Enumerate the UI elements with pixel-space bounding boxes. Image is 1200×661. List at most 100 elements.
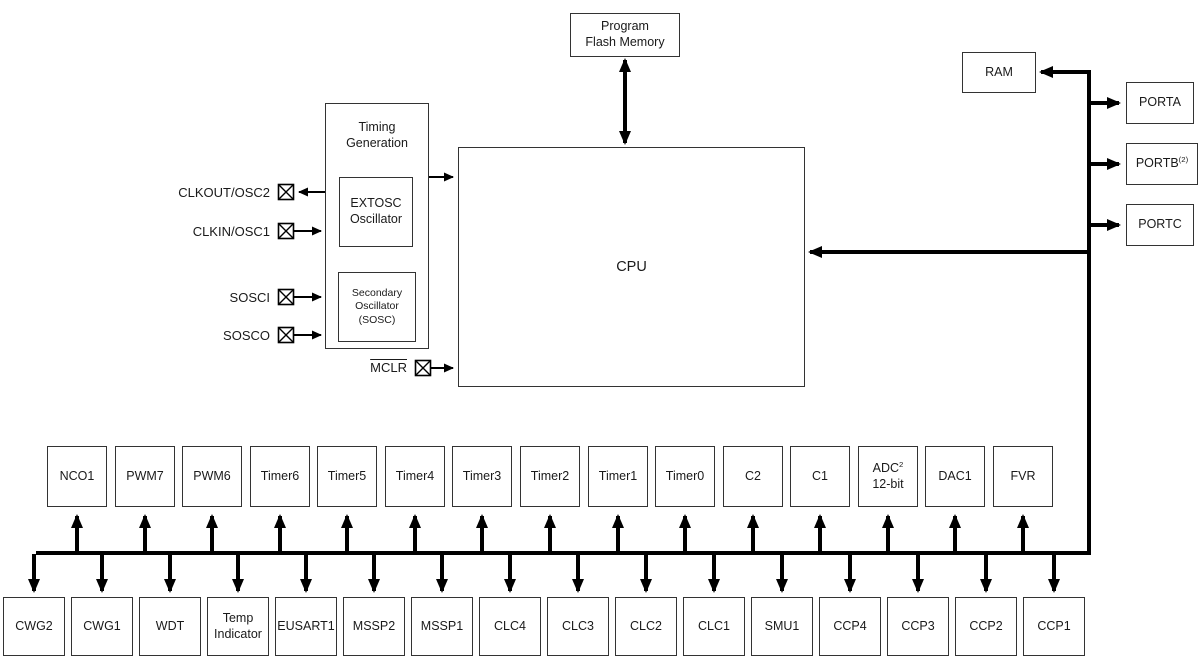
portb-box: PORTB(2) xyxy=(1126,143,1198,185)
peripheral-label: SMU1 xyxy=(764,618,800,633)
clkin-osc1-pin-label: CLKIN/OSC1 xyxy=(192,224,270,239)
peripheral-label: PWM6 xyxy=(193,468,231,483)
peripheral-bottom-box-ccp2: CCP2 xyxy=(955,597,1017,656)
portb-label: PORTB xyxy=(1135,156,1179,171)
peripheral-label: Timer4 xyxy=(395,468,435,483)
peripheral-label: CCP4 xyxy=(833,618,867,633)
peripheral-mid-box-nco1: NCO1 xyxy=(47,446,107,507)
peripheral-label: NCO1 xyxy=(59,468,95,483)
peripheral-bottom-box-ccp3: CCP3 xyxy=(887,597,949,656)
peripheral-label: C2 xyxy=(745,468,761,483)
peripheral-mid-box-c2: C2 xyxy=(723,446,783,507)
peripheral-label: Timer1 xyxy=(598,468,638,483)
peripheral-mid-box-timer5: Timer5 xyxy=(317,446,377,507)
portc-box: PORTC xyxy=(1126,204,1194,246)
clkin-osc1-pin-icon xyxy=(277,222,295,240)
peripheral-label: CWG2 xyxy=(15,618,53,633)
program-flash-label-line2: Flash Memory xyxy=(585,35,665,49)
peripheral-mid-box-timer0: Timer0 xyxy=(655,446,715,507)
sosci-pin-icon xyxy=(277,288,295,306)
peripheral-label-line2: 12-bit xyxy=(872,476,904,491)
sosco-pin-icon xyxy=(277,326,295,344)
peripheral-label-sup: 2 xyxy=(899,459,904,469)
peripheral-label: Timer5 xyxy=(327,468,367,483)
peripheral-label: ADC xyxy=(872,460,900,475)
cpu-label: CPU xyxy=(616,258,647,275)
peripheral-label: EUSART1 xyxy=(277,618,335,633)
extosc-label-line1: EXTOSC xyxy=(350,196,402,211)
ram-label: RAM xyxy=(985,64,1013,79)
mclr-pin-icon xyxy=(414,359,432,377)
peripheral-mid-box-pwm6: PWM6 xyxy=(182,446,242,507)
peripheral-bottom-box-clc2: CLC2 xyxy=(615,597,677,656)
peripheral-bottom-box-mssp1: MSSP1 xyxy=(411,597,473,656)
peripheral-label: CLC1 xyxy=(698,618,730,633)
peripheral-mid-box-adc: ADC2 12-bit xyxy=(858,446,918,507)
program-flash-label-line1: Program xyxy=(601,19,649,34)
peripheral-mid-box-c1: C1 xyxy=(790,446,850,507)
extosc-oscillator-box: EXTOSC Oscillator xyxy=(339,177,413,247)
porta-label: PORTA xyxy=(1139,95,1181,110)
peripheral-mid-box-timer4: Timer4 xyxy=(385,446,445,507)
sosc-label-line1: Secondary xyxy=(351,287,403,300)
peripheral-bottom-box-clc3: CLC3 xyxy=(547,597,609,656)
peripheral-label: MSSP1 xyxy=(420,618,464,633)
sosc-label-line3: (SOSC) xyxy=(358,313,396,326)
peripheral-bottom-box-wdt: WDT xyxy=(139,597,201,656)
sosco-pin-label: SOSCO xyxy=(223,328,270,343)
peripheral-mid-box-timer3: Timer3 xyxy=(452,446,512,507)
extosc-label-line2: Oscillator xyxy=(349,212,403,226)
peripheral-label: CWG1 xyxy=(83,618,121,633)
peripheral-label: CLC4 xyxy=(494,618,526,633)
peripheral-label: DAC1 xyxy=(938,468,972,483)
peripheral-label: WDT xyxy=(155,618,185,633)
peripheral-mid-box-pwm7: PWM7 xyxy=(115,446,175,507)
peripheral-label: FVR xyxy=(1010,468,1036,483)
peripheral-label: Timer6 xyxy=(260,468,300,483)
peripheral-label-line2: Indicator xyxy=(214,626,262,641)
mclr-pin-label-text: MCLR xyxy=(370,360,407,375)
portb-label-sup: (2) xyxy=(1178,155,1189,165)
timing-title-line1: Timing xyxy=(358,120,396,134)
peripheral-bottom-box-ccp4: CCP4 xyxy=(819,597,881,656)
peripheral-mid-box-timer2: Timer2 xyxy=(520,446,580,507)
peripheral-bottom-box-eusart1: EUSART1 xyxy=(275,597,337,656)
peripheral-bottom-box-mssp2: MSSP2 xyxy=(343,597,405,656)
sosc-label-line2: Oscillator xyxy=(355,300,399,313)
peripheral-label: CCP2 xyxy=(969,618,1003,633)
peripheral-label: CCP3 xyxy=(901,618,935,633)
peripheral-label: CLC3 xyxy=(562,618,594,633)
peripheral-mid-box-fvr: FVR xyxy=(993,446,1053,507)
peripheral-label: MSSP2 xyxy=(352,618,396,633)
cpu-box: CPU xyxy=(458,147,805,387)
peripheral-mid-box-timer1: Timer1 xyxy=(588,446,648,507)
peripheral-label: C1 xyxy=(812,468,828,483)
peripheral-bottom-box-smu1: SMU1 xyxy=(751,597,813,656)
peripheral-label: Timer3 xyxy=(462,468,502,483)
ram-box: RAM xyxy=(962,52,1036,93)
secondary-oscillator-box: Secondary Oscillator (SOSC) xyxy=(338,272,416,342)
peripheral-label: CCP1 xyxy=(1037,618,1071,633)
peripheral-bottom-box-cwg2: CWG2 xyxy=(3,597,65,656)
peripheral-label: Temp xyxy=(222,610,254,625)
system-bus-line xyxy=(36,70,1091,555)
sosci-pin-label: SOSCI xyxy=(229,290,270,305)
clkout-osc2-pin-icon xyxy=(277,183,295,201)
mclr-pin-label: MCLR xyxy=(340,360,407,375)
peripheral-label: PWM7 xyxy=(126,468,164,483)
porta-box: PORTA xyxy=(1126,82,1194,124)
program-flash-memory-box: Program Flash Memory xyxy=(570,13,680,57)
peripheral-bottom-box-ccp1: CCP1 xyxy=(1023,597,1085,656)
portc-label: PORTC xyxy=(1138,217,1182,232)
clkout-osc2-pin-label: CLKOUT/OSC2 xyxy=(178,185,270,200)
peripheral-label: CLC2 xyxy=(630,618,662,633)
peripheral-label: Timer0 xyxy=(665,468,705,483)
peripheral-bottom-box-clc1: CLC1 xyxy=(683,597,745,656)
peripheral-mid-box-timer6: Timer6 xyxy=(250,446,310,507)
peripheral-label: Timer2 xyxy=(530,468,570,483)
timing-title-line2: Generation xyxy=(346,135,408,150)
peripheral-bottom-box-cwg1: CWG1 xyxy=(71,597,133,656)
